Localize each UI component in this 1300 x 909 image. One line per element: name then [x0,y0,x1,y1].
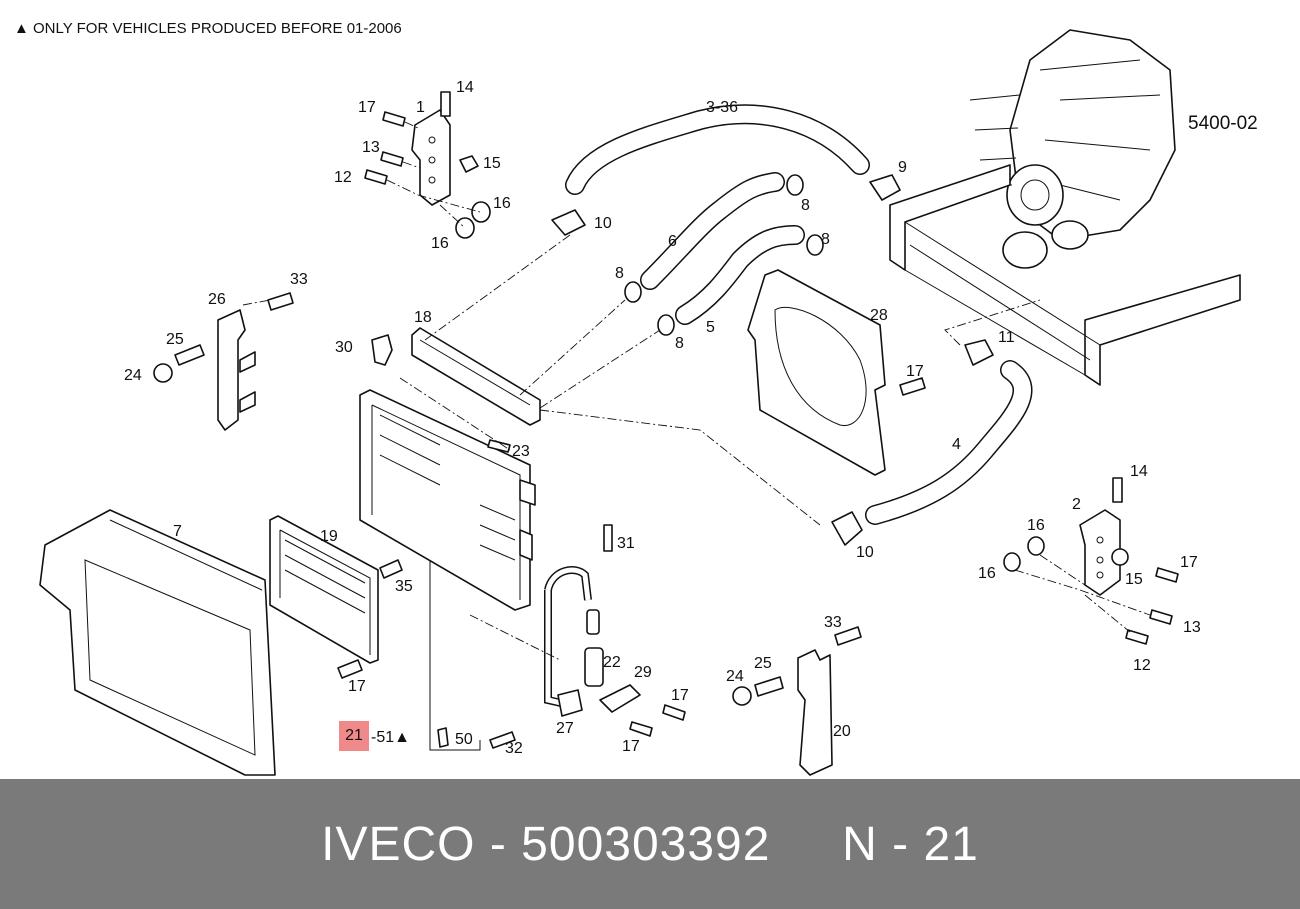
highlighted-part-label: 21 [345,727,363,744]
callout-label: 14 [456,79,474,96]
callout-label: 31 [617,535,635,552]
bracket-2 [1003,477,1179,645]
callout-label: 20 [833,723,851,740]
callout-label: 2 [1072,496,1081,513]
hose-4 [865,360,1033,525]
sensor-30 [371,334,393,366]
bracket-1 [364,91,491,239]
callout-label: 5 [706,319,715,336]
callout-label: 29 [634,664,652,681]
callout-label: 13 [1183,619,1201,636]
bracket-26 [153,292,294,431]
callout-label: 23 [512,443,530,460]
hose-5 [675,225,805,325]
leader-lines [242,234,1041,661]
callout-label: 17 [671,687,689,704]
callout-label: 3-36 [706,99,738,116]
pipe-assembly [429,524,686,751]
callout-label: 13 [362,139,380,156]
footer-caption: IVECO - 500303392 N - 21 [0,779,1300,909]
callout-label: 17 [348,678,366,695]
callout-label: 32 [505,740,523,757]
footer-bar: IVECO - 500303392 N - 21 [0,779,1300,909]
radiator [359,389,536,611]
callout-label: 33 [290,271,308,288]
callout-label: 8 [821,231,830,248]
highlighted-part-marker [339,721,369,751]
exploded-parts-diagram: 1 14 17 13 15 12 16 16 3-36 9 10 8 8 6 8… [39,29,1241,776]
callout-label: 19 [320,528,338,545]
bracket-20 [732,626,862,776]
callout-label: 17 [1180,554,1198,571]
callout-label: 28 [870,307,888,324]
callout-label: 11 [998,329,1015,346]
callout-label: 16 [431,235,449,252]
callout-label: 30 [335,339,353,356]
callout-label: 25 [754,655,772,672]
callout-label: 8 [675,335,684,352]
callout-label: 16 [493,195,511,212]
chassis-frame [889,164,1241,386]
callout-label: 26 [208,291,226,308]
callout-label: 16 [978,565,996,582]
callout-label: 33 [824,614,842,631]
fan-shroud-28 [747,269,926,476]
callout-label: 25 [166,331,184,348]
panel-19 [269,515,403,679]
footer-gap [770,817,842,872]
callout-label: 15 [1125,571,1143,588]
callout-label: 9 [898,159,907,176]
callout-label: 22 [603,654,621,671]
callout-label: 24 [726,668,744,685]
callout-label: 17 [906,363,924,380]
callout-label: 35 [395,578,413,595]
production-note: ▲ ONLY FOR VEHICLES PRODUCED BEFORE 01-2… [14,20,402,37]
callout-label: 10 [856,544,874,561]
callout-label: -51▲ [371,729,410,746]
callout-label: 50 [455,731,473,748]
callout-label: 16 [1027,517,1045,534]
callout-label: 17 [358,99,376,116]
callout-label: 18 [414,309,432,326]
callout-labels: 1 14 17 13 15 12 16 16 3-36 9 10 8 8 6 8… [124,79,1201,757]
callout-label: 7 [173,523,182,540]
callout-label: 27 [556,720,574,737]
footer-position: N - 21 [842,817,979,871]
callout-label: 17 [622,738,640,755]
air-duct-7 [39,509,276,776]
callout-label: 10 [594,215,612,232]
callout-label: 1 [416,99,425,116]
footer-part-number: 500303392 [521,817,771,871]
intercooler-18 [411,327,541,426]
callout-label: 15 [483,155,501,172]
callout-label: 14 [1130,463,1148,480]
reference-code: 5400-02 [1188,113,1258,134]
hose-6 [640,172,785,290]
callout-label: 8 [615,265,624,282]
callout-label: 8 [801,197,810,214]
hose-3-36 [565,104,870,195]
clamps [551,174,994,546]
callout-label: 4 [952,436,961,453]
engine-block [969,29,1176,269]
callout-label: 24 [124,367,142,384]
footer-separator: - [475,817,522,871]
callout-label: 12 [334,169,352,186]
footer-brand: IVECO [321,817,476,871]
callout-label: 6 [668,233,677,250]
callout-label: 12 [1133,657,1151,674]
